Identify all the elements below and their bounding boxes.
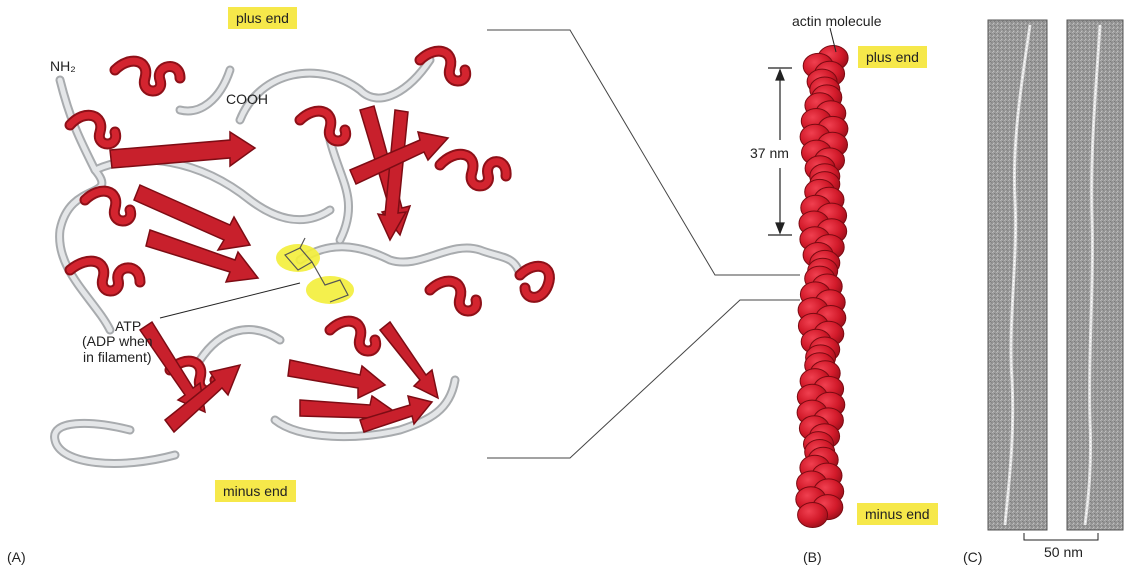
scale-bar [1023,533,1099,541]
minus-end-tag-b: minus end [857,503,938,525]
panel-b-label: (B) [803,549,822,565]
panel-a-label: (A) [7,549,26,565]
atp-label: ATP [115,318,142,334]
electron-micrographs [987,19,1124,531]
actin-molecule-leader [829,27,837,53]
scale-bar-label: 50 nm [1044,544,1083,560]
cooh-label: COOH [226,91,268,107]
pitch-dimension-arrow [768,67,792,236]
zoom-lines [487,29,800,459]
plus-end-tag-b: plus end [858,46,927,68]
actin-molecule-label: actin molecule [792,13,882,29]
protein-ribbon [50,45,555,468]
nh2-label: NH₂ [50,58,76,74]
atp-leader-line [159,282,301,319]
plus-end-tag-a: plus end [228,7,297,29]
atp-note: (ADP when in filament) [82,333,153,366]
pitch-label: 37 nm [748,145,791,162]
micrograph-left [987,19,1048,531]
minus-end-tag-a: minus end [215,480,296,502]
actin-subunit [797,502,829,528]
panel-c-label: (C) [963,549,983,565]
actin-filament [795,45,849,528]
